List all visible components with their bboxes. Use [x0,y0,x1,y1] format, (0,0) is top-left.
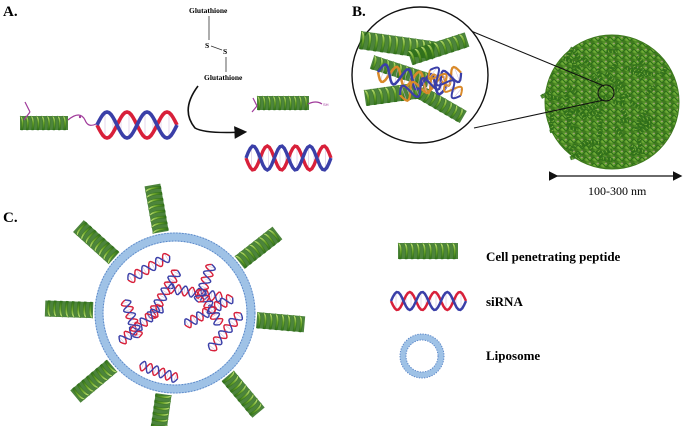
legend-peptide-label: Cell penetrating peptide [486,249,621,264]
liposome-icon [94,232,256,394]
zoomed-complex [358,30,470,124]
nanoparticle-texture [540,46,669,163]
legend-sirna-label: siRNA [486,294,523,309]
bond-line [210,45,223,51]
zoom-line [458,25,605,87]
liposome-inner-layer [102,240,248,386]
thiol-label: SH [323,102,329,107]
legend-sirna-icon [389,290,468,312]
sulfur-label: S [223,47,227,56]
scale-label: 100-300 nm [588,184,647,198]
glutathione-top-label: Glutathione [189,6,228,15]
panel-a-label: A. [3,4,18,20]
cell-penetrating-peptide-icon [19,115,68,131]
legend-liposome-icon [399,333,445,379]
zoom-origin-circle [597,84,615,102]
encapsulated-sirna [118,252,244,384]
linker-icon [251,97,323,113]
panel-c-label: C. [3,210,18,226]
sirna-icon [95,110,179,140]
zoom-line [473,99,605,129]
sirna-icon [244,144,333,172]
liposome-outer-layer [94,232,256,394]
sulfur-label: S [205,41,209,50]
nanoparticle-complex-icon [544,34,680,170]
legend-peptide-icon [397,242,458,260]
panel-b-label: B. [352,4,366,20]
glutathione-bottom-label: Glutathione [204,73,243,82]
linker-icon [23,101,97,126]
legend-liposome-label: Liposome [486,348,540,363]
surface-peptides [44,183,306,426]
cell-penetrating-peptide-icon [256,95,309,111]
reaction-arrow-icon [187,85,248,139]
